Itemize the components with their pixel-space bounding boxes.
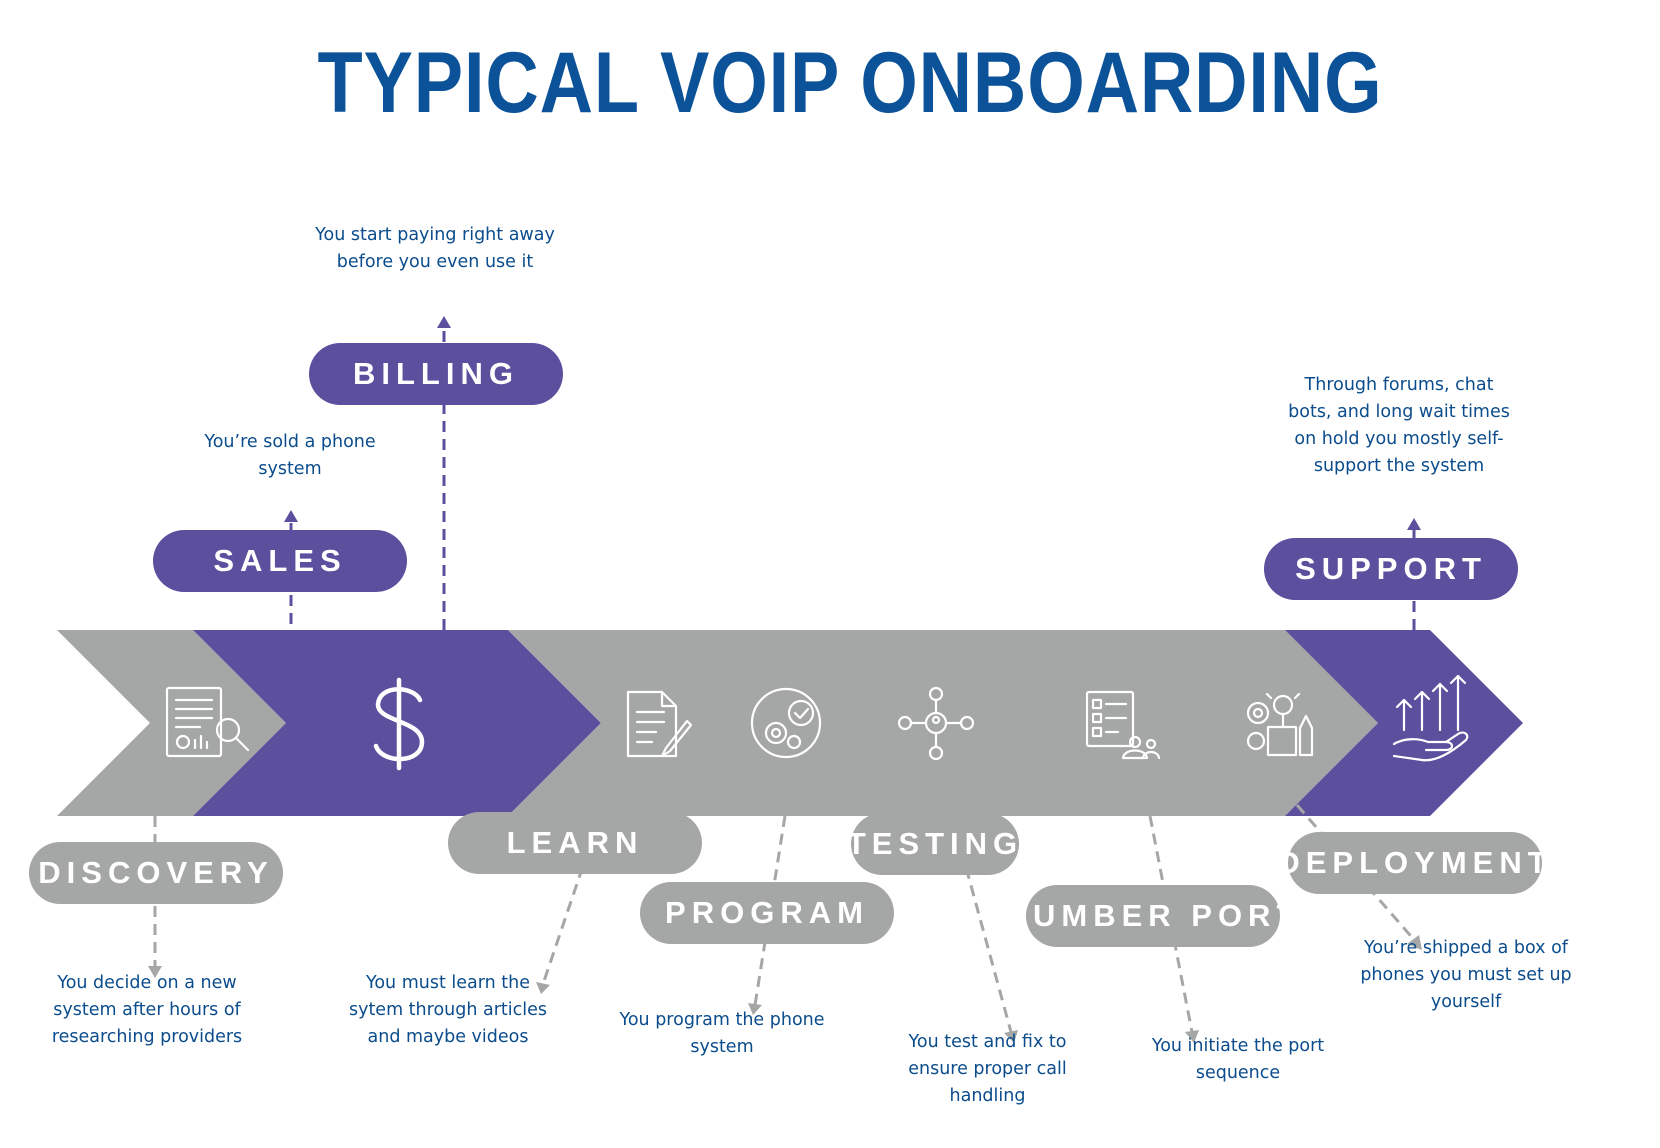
- step-label-program: PROGRAM: [640, 882, 894, 944]
- arrowhead-support: [1407, 518, 1421, 530]
- gears-bulb-icon: [1246, 692, 1314, 757]
- step-description-support: Through forums, chat bots, and long wait…: [1288, 375, 1510, 476]
- step-description-billing: You start paying right away before you e…: [315, 225, 555, 272]
- step-label-number-port: NUMBER PORT: [1005, 885, 1295, 947]
- band-discovery: [57, 630, 286, 816]
- page-title: TYPICAL VOIP ONBOARDING: [317, 35, 1383, 131]
- step-description-sales: You’re sold a phone system: [204, 432, 376, 479]
- report-magnifier-icon: [165, 686, 250, 758]
- arrowhead-sales: [284, 510, 298, 522]
- step-label-learn: LEARN: [448, 812, 702, 874]
- arrowhead-testing: [1004, 1030, 1018, 1043]
- step-description-number-port: You initiate the port sequence: [1151, 1036, 1325, 1083]
- step-description-program: You program the phone system: [619, 1010, 825, 1057]
- hand-growth-icon: [1392, 674, 1469, 762]
- arrowhead-billing: [437, 316, 451, 328]
- document-pen-icon: [626, 690, 693, 758]
- gears-check-icon: [750, 687, 822, 759]
- step-description-learn: You must learn the sytem through article…: [348, 973, 548, 1047]
- step-description-deployment: You’re shipped a box of phones you must …: [1360, 938, 1572, 1012]
- step-description-testing: You test and fix to ensure proper call h…: [908, 1032, 1067, 1106]
- step-label-support: SUPPORT: [1264, 538, 1518, 600]
- step-description-discovery: You decide on a new system after hours o…: [51, 973, 243, 1047]
- arrowhead-discovery: [148, 966, 162, 978]
- step-label-discovery: DISCOVERY: [29, 842, 283, 904]
- arrowhead-deployment: [1407, 935, 1422, 950]
- band-middle: [508, 630, 1378, 816]
- step-label-sales: SALES: [153, 530, 407, 592]
- step-label-deployment: DEPLOYMENT: [1277, 832, 1547, 894]
- step-label-testing: TESTING: [847, 813, 1019, 875]
- arrowhead-program: [748, 1003, 762, 1015]
- checklist-team-icon: [1085, 690, 1161, 760]
- arrowhead-number-port: [1185, 1030, 1199, 1043]
- step-label-billing: BILLING: [309, 343, 563, 405]
- network-check-icon: [897, 686, 975, 761]
- dollar-icon: [373, 677, 425, 771]
- connector-learn: [541, 815, 602, 985]
- arrowhead-learn: [536, 982, 550, 994]
